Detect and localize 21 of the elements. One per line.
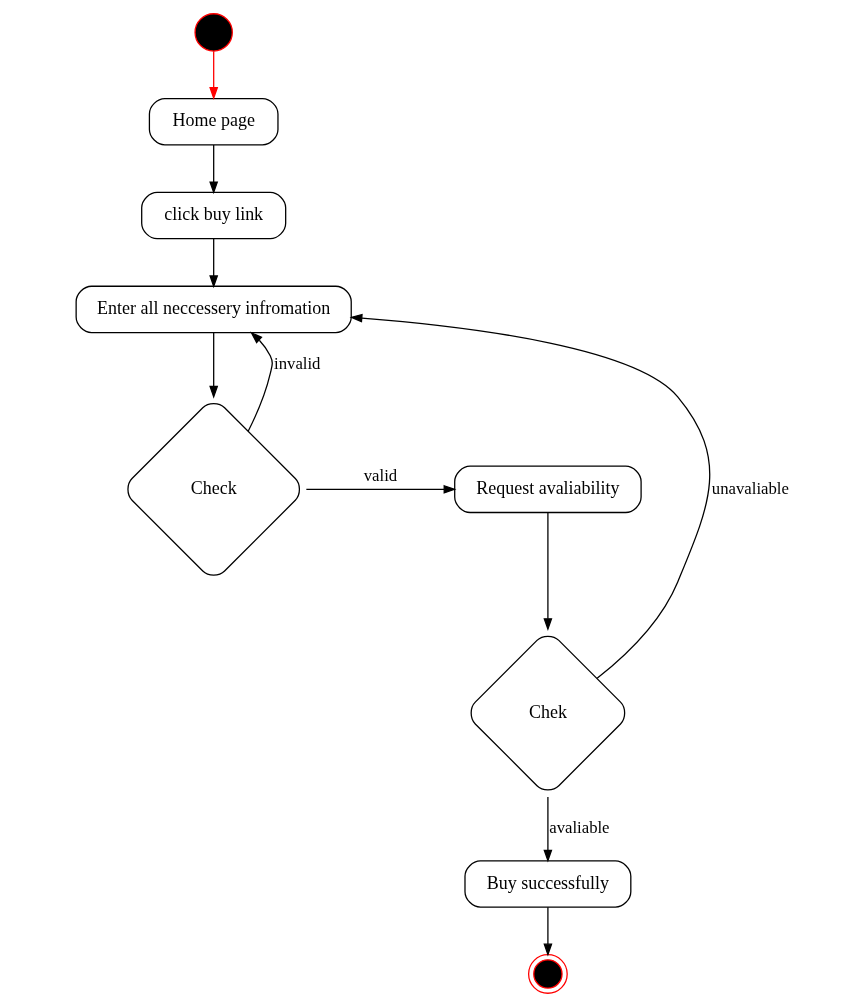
edge-label: valid: [363, 465, 397, 485]
node-box: Buy successfully: [463, 860, 631, 908]
arrow: [208, 144, 218, 195]
node-box: click buy link: [140, 191, 286, 240]
node-box: Home page: [148, 97, 279, 146]
arrow: [542, 796, 552, 863]
arrow: [349, 313, 710, 679]
edge-label: invalid: [273, 354, 320, 374]
arrow: [305, 484, 456, 494]
arrow: [208, 238, 218, 289]
edge-label: unavaliable: [711, 478, 789, 498]
edge-label: avaliable: [548, 818, 610, 838]
arrow: [208, 332, 218, 399]
node-box: Request avaliability: [453, 465, 642, 514]
arrow: [247, 331, 273, 432]
node-circle: [193, 13, 233, 52]
arrow: [208, 50, 218, 100]
node-circle: [527, 954, 568, 994]
arrow: [542, 906, 552, 957]
node-box: Enter all neccessery infromation: [75, 285, 352, 334]
arrow: [542, 512, 552, 632]
